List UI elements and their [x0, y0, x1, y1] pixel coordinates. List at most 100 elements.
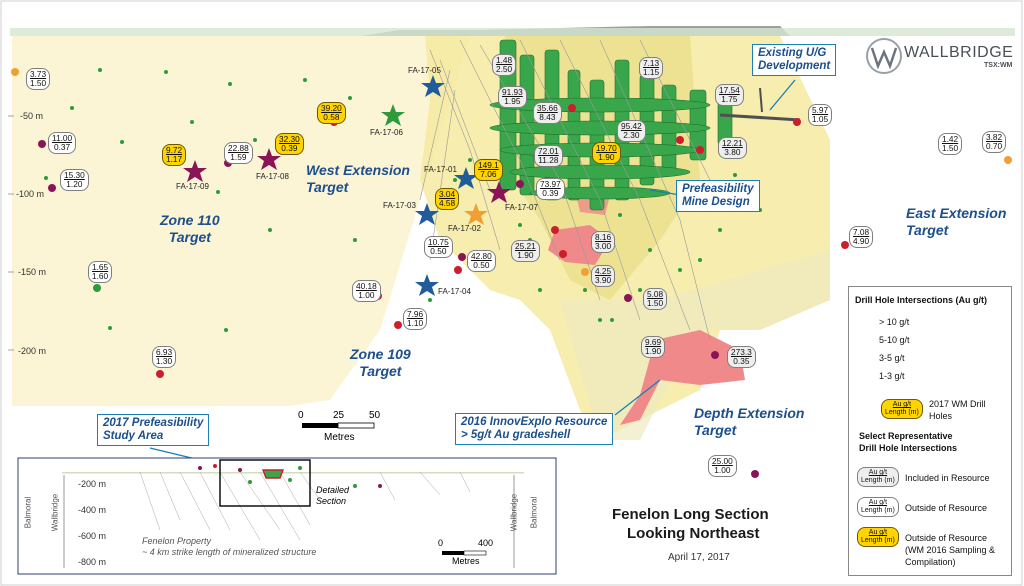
scale-tick-25: 25 — [333, 410, 345, 421]
zone-109-target-label: Zone 109 Target — [350, 346, 411, 380]
mine-line1: Prefeasibility — [682, 183, 754, 195]
study-line1: 2017 Prefeasibility — [103, 417, 204, 429]
depth-line2: Target — [694, 422, 737, 438]
legend-select-line1: Select Representative — [859, 431, 953, 441]
scale-tick-0: 0 — [298, 410, 304, 421]
inset-scale-unit: Metres — [452, 556, 480, 566]
ug-shaft — [759, 87, 763, 113]
depth-label-150: -150 m — [18, 267, 47, 277]
legend-select-line2: Drill Hole Intersections — [859, 443, 958, 453]
scale-tick-50: 50 — [369, 410, 381, 421]
depth-extension-target-label: Depth Extension Target — [694, 405, 804, 439]
resource-callout: 2016 InnovExplo Resource > 5g/t Au grade… — [455, 413, 614, 445]
inset-property-line1: Fenelon Property — [142, 536, 212, 546]
inset-right-wallbridge: Wallbridge — [509, 493, 519, 532]
legend-star-line1: 2017 WM Drill — [929, 399, 986, 409]
hole-label: FA-17-03 — [383, 201, 416, 210]
inset-scale-bar — [442, 550, 487, 556]
map-title-line1: Fenelon Long Section — [612, 506, 769, 523]
mine-design-callout: Prefeasibility Mine Design — [676, 180, 760, 212]
scale-unit: Metres — [324, 432, 355, 443]
brand-name: WALLBRIDGE — [904, 44, 1014, 61]
inset-depth-600: -600 m — [78, 531, 107, 541]
scale-bar — [302, 422, 375, 429]
inset-detailed-line1: Detailed — [316, 485, 350, 495]
hole-label: FA-17-04 — [438, 287, 471, 296]
legend-note-line1: (WM 2016 Sampling & — [905, 545, 996, 555]
legend-class-5-10: 5-10 g/t — [879, 335, 910, 345]
hole-label: FA-17-06 — [370, 128, 403, 137]
zone-109-line2: Target — [359, 363, 402, 379]
west-line2: Target — [306, 179, 349, 195]
depth-label-200: -200 m — [18, 346, 47, 356]
inset-left-balmoral: Balmoral — [23, 496, 33, 529]
zone-110-line2: Target — [168, 229, 211, 245]
inset-dots — [198, 464, 382, 488]
ug-line2: Development — [758, 60, 831, 72]
legend-included-label: Included in Resource — [905, 473, 990, 483]
inset-mine-outline — [261, 469, 285, 479]
inset-scale-400: 400 — [478, 538, 494, 548]
inset-detailed-line2: Section — [316, 496, 347, 506]
resource-line2: > 5g/t Au gradeshell — [461, 429, 571, 441]
zone-110-target-label: Zone 110 Target — [160, 212, 220, 246]
resource-line1: 2016 InnovExplo Resource — [461, 416, 608, 428]
hole-label: FA-17-07 — [505, 203, 538, 212]
study-area-callout: 2017 Prefeasibility Study Area — [97, 414, 210, 446]
surface-band — [10, 28, 1015, 36]
west-extension-target-label: West Extension Target — [306, 162, 410, 196]
legend-star-line2: Holes — [929, 411, 953, 421]
inset-scale-0: 0 — [438, 538, 444, 548]
depth-line1: Depth Extension — [694, 405, 805, 421]
hole-label: FA-17-02 — [448, 224, 481, 233]
legend-note-line2: Compilation) — [905, 557, 956, 567]
legend-title: Drill Hole Intersections (Au g/t) — [855, 295, 988, 305]
inset-left-wallbridge: Wallbridge — [50, 493, 60, 532]
ug-ramp — [719, 113, 801, 122]
zone-110-polygon — [12, 36, 290, 406]
legend-class-3-5: 3-5 g/t — [879, 353, 905, 363]
inset-depth-800: -800 m — [78, 557, 107, 567]
wallbridge-logo — [866, 38, 902, 74]
brand-ticker: TSX:WM — [984, 62, 1013, 69]
depth-label-100: -100 m — [16, 189, 45, 199]
ug-line1: Existing U/G — [758, 47, 827, 59]
depth-gridlines — [8, 115, 14, 351]
east-extension-target-label: East Extension Target — [906, 205, 1006, 239]
legend-class-1-3: 1-3 g/t — [879, 371, 905, 381]
legend-outside-label: Outside of Resource — [905, 503, 988, 513]
hole-label: FA-17-01 — [424, 165, 457, 174]
inset-surface — [62, 472, 524, 474]
zone-110-line1: Zone 110 — [160, 212, 220, 228]
inset-detail-box — [219, 459, 311, 507]
depth-label-50: -50 m — [20, 111, 44, 121]
inset-right-balmoral: Balmoral — [529, 496, 539, 529]
legend-class-gt10: > 10 g/t — [879, 317, 910, 327]
zone-109-polygon — [290, 36, 470, 406]
